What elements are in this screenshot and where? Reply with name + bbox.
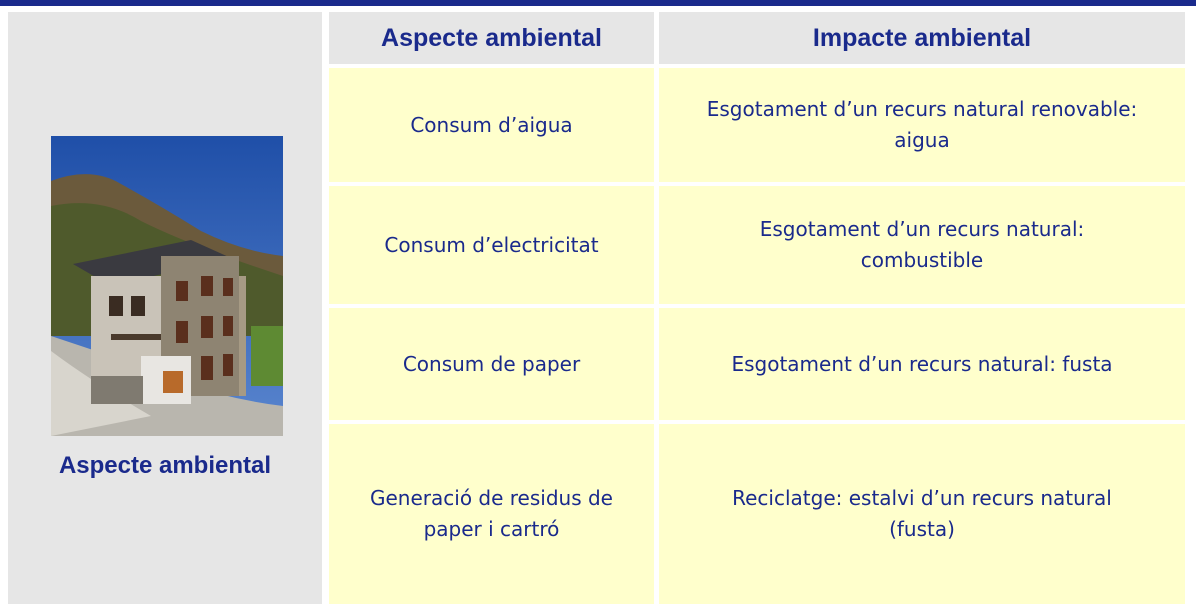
cell-text: Consum de paper xyxy=(402,351,581,376)
cell-text: Consum d’aigua xyxy=(410,112,573,137)
left-caption: Aspecte ambiental xyxy=(58,452,272,479)
table-cell-aspect: Generació de residus de paper i cartró xyxy=(329,424,654,604)
table-cell-impact: Esgotament d’un recurs natural: combusti… xyxy=(659,186,1185,304)
left-panel: Aspecte ambiental xyxy=(8,12,322,604)
table-cell-impact: Reciclatge: estalvi d’un recurs natural … xyxy=(659,424,1185,604)
table-cell-impact: Esgotament d’un recurs natural: fusta xyxy=(659,308,1185,420)
header-aspect: Aspecte ambiental xyxy=(329,12,654,64)
cell-text: Reciclatge: estalvi d’un recurs natural … xyxy=(732,486,1112,541)
header-impact: Impacte ambiental xyxy=(659,12,1185,64)
house-photo xyxy=(51,136,283,436)
cell-text: Esgotament d’un recurs natural: fusta xyxy=(731,351,1113,376)
table-cell-impact: Esgotament d’un recurs natural renovable… xyxy=(659,68,1185,182)
table-cell-aspect: Consum d’electricitat xyxy=(329,186,654,304)
cell-text: Consum d’electricitat xyxy=(384,232,599,257)
top-bar xyxy=(0,0,1196,6)
cell-text: Esgotament d’un recurs natural: combusti… xyxy=(759,217,1085,272)
cell-text: Generació de residus de paper i cartró xyxy=(370,486,613,541)
table-cell-aspect: Consum d’aigua xyxy=(329,68,654,182)
cell-text: Esgotament d’un recurs natural renovable… xyxy=(706,97,1138,152)
table-cell-aspect: Consum de paper xyxy=(329,308,654,420)
